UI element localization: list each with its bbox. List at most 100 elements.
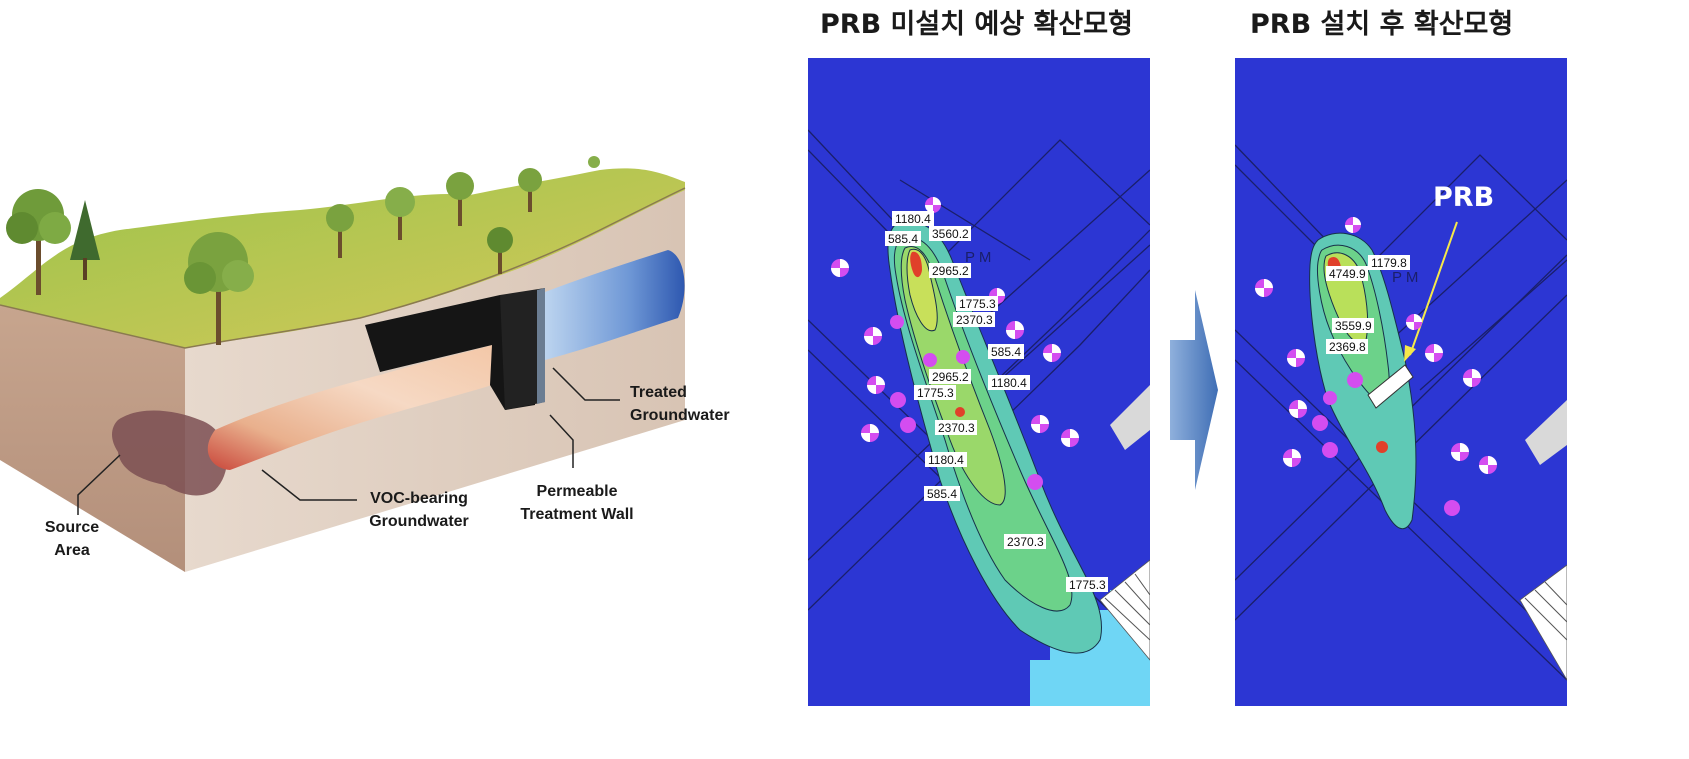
monitoring-well-icon <box>1463 369 1481 387</box>
excavation-zone <box>365 295 535 410</box>
title-after-prb: PRB 설치 후 확산모형 <box>1250 9 1514 40</box>
monitoring-well-icon <box>861 424 879 442</box>
svg-text:4749.9: 4749.9 <box>1329 267 1366 281</box>
contour-label: 2370.3 <box>1004 534 1046 549</box>
transition-arrow-icon <box>1170 290 1218 490</box>
hotspot <box>910 251 922 278</box>
contour-label: 585.4 <box>885 231 921 246</box>
monitoring-well-icon <box>925 197 941 213</box>
monitoring-wells <box>1255 217 1497 516</box>
road-label: P M <box>1392 269 1418 286</box>
contour-label: 1775.3 <box>1066 577 1108 592</box>
monitoring-well-icon <box>1451 443 1469 461</box>
prb-pointer-arrow <box>1409 221 1458 356</box>
monitoring-well-icon <box>890 392 906 408</box>
monitoring-well-icon <box>1031 415 1049 433</box>
svg-text:1775.3: 1775.3 <box>1069 578 1106 592</box>
monitoring-well-icon <box>1255 279 1273 297</box>
monitoring-well-icon <box>1322 442 1338 458</box>
contour-label: 585.4 <box>988 344 1024 359</box>
monitoring-well-icon <box>1287 349 1305 367</box>
contour-labels: 1179.8 4749.9 3559.9 2369.8 <box>1326 255 1410 354</box>
monitoring-well-icon <box>867 376 885 394</box>
monitoring-well-icon <box>890 315 904 329</box>
contour-label: 2965.2 <box>929 263 971 278</box>
building-block <box>1525 400 1567 465</box>
contour-label: 1775.3 <box>956 296 998 311</box>
source-area <box>112 410 227 496</box>
tree-icon <box>588 156 600 168</box>
monitoring-well-icon <box>1061 429 1079 447</box>
contour-label: 4749.9 <box>1326 266 1368 281</box>
monitoring-well-icon <box>1425 344 1443 362</box>
contour-label: 3559.9 <box>1332 318 1374 333</box>
hotspot <box>955 407 965 417</box>
svg-text:585.4: 585.4 <box>927 487 957 501</box>
contour-label: 3560.2 <box>929 226 971 241</box>
monitoring-well-icon <box>1283 449 1301 467</box>
contour-labels: 1180.4 585.4 3560.2 2965.2 1775.3 2370.3… <box>885 211 1108 592</box>
svg-text:2370.3: 2370.3 <box>1007 535 1044 549</box>
contour-label: 2370.3 <box>935 420 977 435</box>
tree-icon <box>6 189 71 295</box>
contour-label: 1180.4 <box>988 375 1030 390</box>
soil-front-face <box>0 305 185 572</box>
svg-text:1180.4: 1180.4 <box>928 453 964 467</box>
monitoring-well-icon <box>956 350 970 364</box>
monitoring-well-icon <box>1043 344 1061 362</box>
treated-groundwater <box>545 250 685 360</box>
contour-label: 2965.2 <box>929 369 971 384</box>
svg-text:585.4: 585.4 <box>991 345 1021 359</box>
monitoring-well-icon <box>1006 321 1024 339</box>
svg-text:3559.9: 3559.9 <box>1335 319 1372 333</box>
monitoring-well-icon <box>1347 372 1363 388</box>
tree-icon <box>326 204 354 258</box>
monitoring-well-icon <box>923 353 937 367</box>
svg-text:2965.2: 2965.2 <box>932 264 969 278</box>
monitoring-well-icon <box>1323 391 1337 405</box>
voc-plume <box>207 345 499 470</box>
hotspot <box>1376 441 1388 453</box>
monitoring-well-icon <box>864 327 882 345</box>
tree-icon <box>385 187 415 240</box>
svg-text:2370.3: 2370.3 <box>938 421 975 435</box>
contour-label: 1179.8 <box>1368 255 1410 270</box>
grass-surface <box>0 168 685 348</box>
road-label: P M <box>965 249 991 266</box>
map-before-prb: P M 1180.4 585.4 3560.2 2965.2 1775.3 23… <box>808 58 1150 706</box>
svg-text:2369.8: 2369.8 <box>1329 340 1366 354</box>
tree-icon <box>487 227 513 274</box>
tree-icon <box>446 172 474 226</box>
svg-text:1775.3: 1775.3 <box>917 386 954 400</box>
title-before-prb: PRB 미설치 예상 확산모형 <box>820 9 1133 40</box>
svg-text:3560.2: 3560.2 <box>932 227 969 241</box>
svg-text:585.4: 585.4 <box>888 232 918 246</box>
contour-label: 2370.3 <box>953 312 995 327</box>
tree-icon <box>518 168 542 212</box>
svg-text:1775.3: 1775.3 <box>959 297 996 311</box>
svg-text:1180.4: 1180.4 <box>895 212 931 226</box>
contour-label: 2369.8 <box>1326 339 1368 354</box>
contour-label: 1775.3 <box>914 385 956 400</box>
monitoring-well-icon <box>1289 400 1307 418</box>
tree-icon <box>184 232 254 345</box>
monitoring-well-icon <box>831 259 849 277</box>
monitoring-well-icon <box>1479 456 1497 474</box>
monitoring-well-icon <box>1444 500 1460 516</box>
svg-text:2965.2: 2965.2 <box>932 370 969 384</box>
permeable-treatment-wall <box>500 288 545 410</box>
contour-label: 585.4 <box>924 486 960 501</box>
prb-wall <box>1367 364 1414 409</box>
tree-group <box>6 156 600 345</box>
monitoring-well-icon <box>1345 217 1361 233</box>
monitoring-well-icon <box>900 417 916 433</box>
svg-text:2370.3: 2370.3 <box>956 313 993 327</box>
contour-label: 1180.4 <box>925 452 967 467</box>
map-after-prb: PRB P M 1179.8 4749.9 3559.9 2369.8 <box>1235 58 1567 706</box>
